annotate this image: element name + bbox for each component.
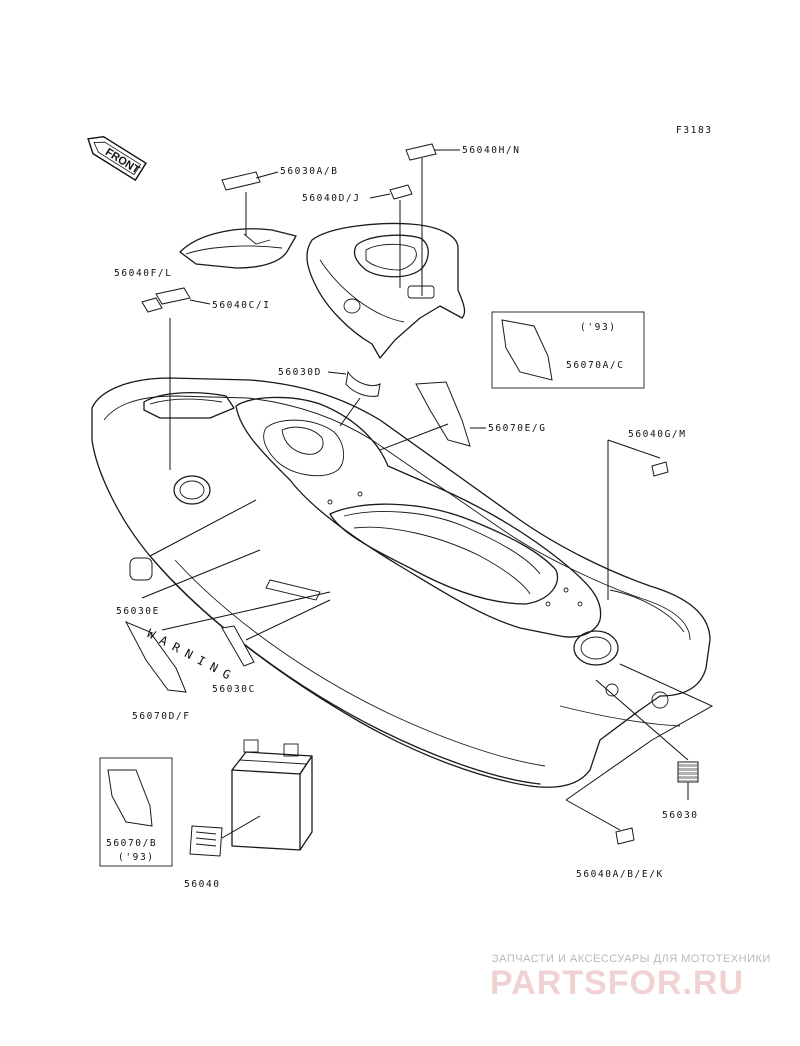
hull-body (91, 377, 711, 788)
label-56040: 56040 (184, 879, 221, 890)
decal-56030AB (221, 171, 261, 191)
decal-56070DF (124, 621, 187, 693)
label-56070B: 56070/B (106, 838, 157, 849)
label-56070AC: 56070A/C (566, 360, 625, 371)
decal-56040CI (155, 287, 191, 305)
label-56030E: 56030E (116, 606, 160, 617)
rear-cap (573, 630, 619, 666)
decal-56040ABEK (615, 827, 635, 845)
decal-56030C (221, 625, 255, 667)
leader-lines (141, 149, 714, 839)
figure-code: F3183 (676, 125, 713, 136)
decal-56040HN (405, 143, 437, 161)
decal-56040FL (141, 297, 163, 313)
label-56040DJ: 56040D/J (302, 193, 361, 204)
label-56040GM: 56040G/M (628, 429, 687, 440)
label-56030AB: 56030A/B (280, 166, 339, 177)
front-arrow-icon: FRONT (87, 135, 147, 182)
decal-56040DJ (389, 184, 413, 200)
label-56070DF: 56070D/F (132, 711, 191, 722)
label-56040CI: 56040C/I (212, 300, 271, 311)
hood-cover (179, 228, 297, 269)
watermark-brand: PARTSFOR.RU (490, 964, 744, 1002)
label-56040FL: 56040F/L (114, 268, 173, 279)
decal-56030 (677, 761, 699, 783)
inset-box-56070B (99, 757, 173, 867)
watermark-caption: ЗАПЧАСТИ И АКСЕССУАРЫ ДЛЯ МОТОТЕХНИКИ (492, 953, 771, 965)
fuel-cap (173, 475, 211, 505)
decal-56030D (345, 370, 381, 397)
label-56070B-year: ('93) (118, 852, 155, 863)
decal-56070EG (415, 381, 471, 447)
decal-56040GM (651, 461, 669, 477)
decal-56070B (107, 769, 153, 827)
decal-56040 (189, 825, 223, 857)
label-56070AC-year: ('93) (580, 322, 617, 333)
label-56040ABEK: 56040A/B/E/K (576, 869, 664, 880)
decal-56070AC (501, 319, 553, 381)
label-56030D: 56030D (278, 367, 322, 378)
label-56030: 56030 (662, 810, 699, 821)
label-56030C: 56030C (212, 684, 256, 695)
inset-box-56070AC (491, 311, 645, 389)
steering-pole-cover (306, 222, 466, 359)
battery (231, 739, 313, 851)
decal-56030E (129, 557, 153, 581)
label-56070EG: 56070E/G (488, 423, 547, 434)
label-56040HN: 56040H/N (462, 145, 521, 156)
